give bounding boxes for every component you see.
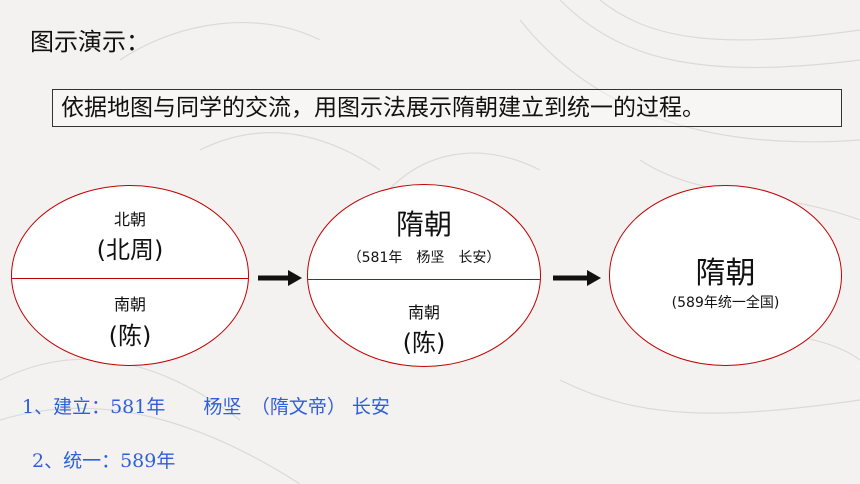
stage1-top-sub: (北周) (96, 236, 164, 264)
task-instruction-box: 依据地图与同学的交流，用图示法展示隋朝建立到统一的过程。 (52, 89, 842, 127)
stage2-divider (308, 279, 540, 280)
stage2-ellipse: 隋朝 （581年 杨坚 长安） 南朝 (陈) (307, 184, 541, 367)
stage2-bottom-label: 南朝 (407, 303, 440, 322)
note-line-2: 2、统一：589年 (32, 450, 176, 472)
task-instruction-text: 依据地图与同学的交流，用图示法展示隋朝建立到统一的过程。 (61, 95, 705, 121)
stage1-bottom-sub: (陈) (108, 322, 152, 350)
stage2-bottom-sub: (陈) (402, 329, 446, 357)
arrow-right-icon (553, 270, 601, 286)
stage1-ellipse: 北朝 (北周) 南朝 (陈) (11, 185, 249, 366)
stage1-top-label: 北朝 (113, 210, 146, 229)
stage3-sub: (589年统一全国) (671, 295, 780, 311)
stage1-bottom-label: 南朝 (113, 295, 146, 314)
stage2-top-sub: （581年 杨坚 长安） (347, 250, 501, 266)
arrow-right-icon (258, 270, 302, 286)
stage3-ellipse: 隋朝 (589年统一全国) (609, 185, 842, 366)
stage3-label: 隋朝 (695, 256, 756, 291)
stage1-divider (12, 278, 248, 279)
note-line-1: 1、建立：581年 杨坚 （隋文帝） 长安 (22, 396, 390, 418)
stage2-top-label: 隋朝 (395, 208, 452, 241)
page-title: 图示演示： (30, 28, 150, 56)
